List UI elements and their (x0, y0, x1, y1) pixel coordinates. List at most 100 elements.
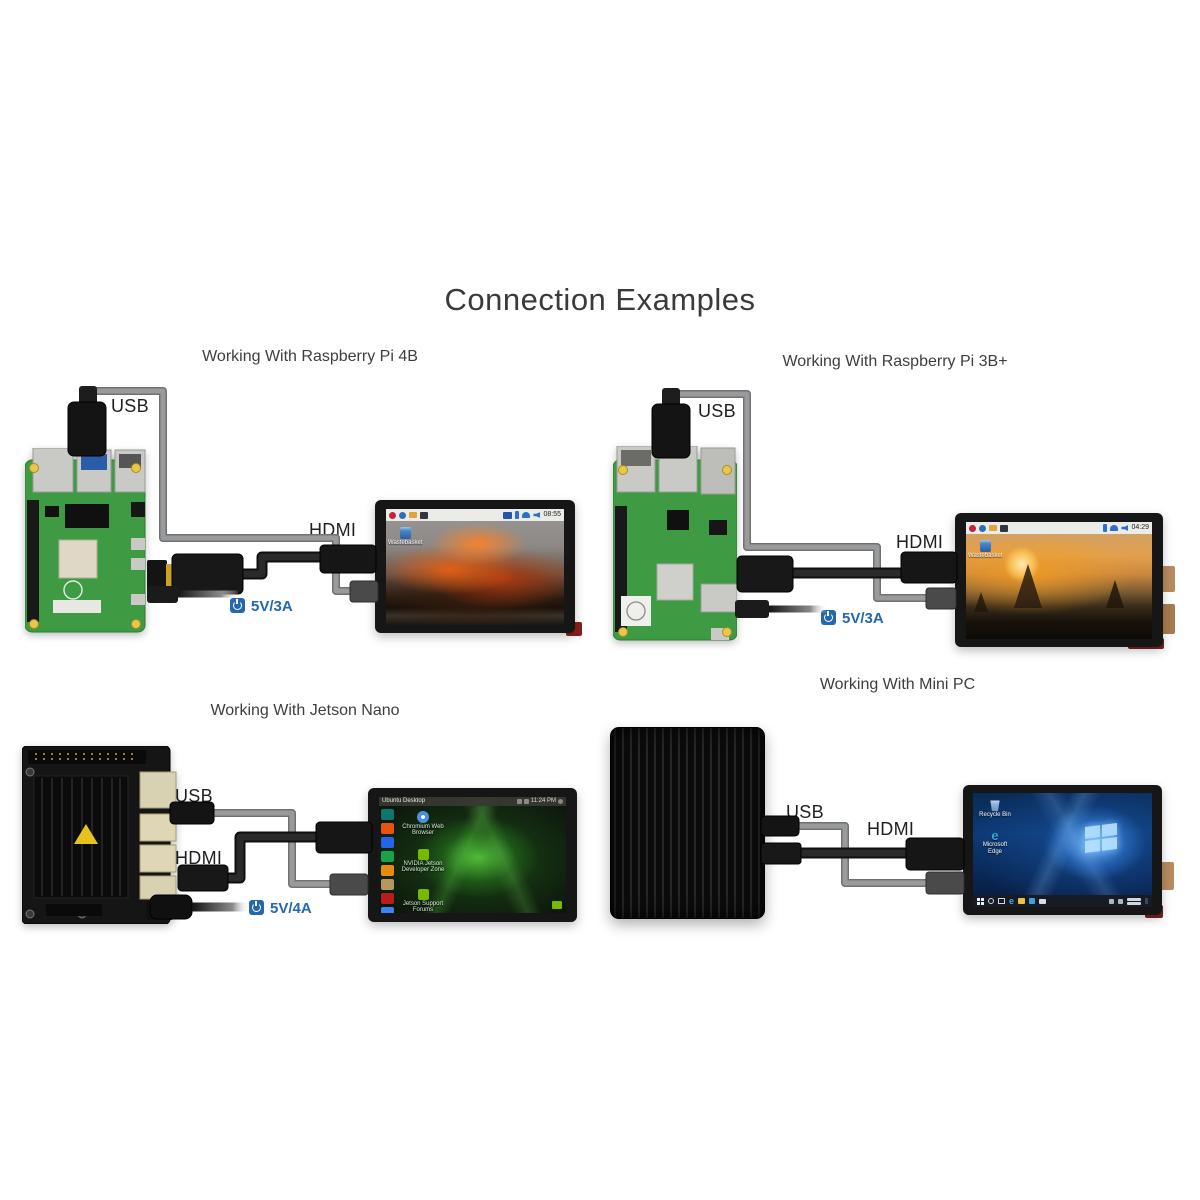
usb-port-stack (658, 446, 698, 493)
terminal-icon (1000, 524, 1008, 532)
hdmi-port (700, 583, 737, 613)
cortana-icon (988, 898, 994, 904)
temple-silhouette (974, 592, 988, 612)
browser-icon (399, 511, 406, 519)
usb-label-minipc: USB (786, 802, 824, 822)
audio-jack (131, 502, 145, 517)
nvidia-logo-watermark (552, 901, 562, 909)
usb-port-stack (139, 813, 177, 842)
section-title-jetson: Working With Jetson Nano (210, 702, 400, 719)
menubar-clock: 11:24 PM (530, 798, 556, 804)
screen-pi4b-wallpaper: 08:55 Wastebasket (386, 509, 564, 625)
desktop-icon-chromium: Chromium Web Browser (401, 811, 445, 836)
bluetooth-icon (515, 511, 520, 519)
dock-icon-software (381, 809, 394, 820)
wifi-icon (1110, 525, 1119, 531)
hdmi-port (139, 875, 177, 900)
hdmi-cable-minipc (760, 837, 965, 871)
vnc-icon (503, 511, 513, 519)
taskbar-clock: 04:29 (1131, 524, 1149, 531)
chip (667, 510, 689, 530)
hdmi-label-jetson: HDMI (175, 848, 223, 868)
temple-silhouette (1014, 564, 1042, 608)
raspberry-logo (63, 580, 83, 600)
store-icon (1029, 898, 1036, 904)
desktop-icon-label: Recycle Bin (979, 812, 1011, 818)
section-title-minipc: Working With Mini PC (819, 676, 976, 693)
desktop-icon-jetson-forums: Jetson Support Forums (401, 889, 445, 913)
usb-port-stack (139, 844, 177, 873)
hdmi-label-minipc: HDMI (867, 819, 915, 839)
desktop-icon-label: NVIDIA Jetson Developer Zone (401, 861, 445, 873)
pi-taskbar: 08:55 (386, 509, 564, 521)
display-side-port (1160, 604, 1175, 634)
recycle-bin-icon (990, 800, 1000, 811)
ethernet-port (32, 448, 74, 493)
dock-icon-impress (381, 865, 394, 876)
wastebasket-icon (979, 540, 991, 552)
lcd-display-pi4b: 08:55 Wastebasket (375, 500, 575, 633)
ethernet-port (139, 771, 177, 809)
dock-icon-calc (381, 851, 394, 862)
micro-usb-power-plug (735, 600, 769, 618)
micro-usb-plug (925, 587, 957, 610)
power-cable-pi4b (147, 586, 238, 603)
power-label-pi4b: 5V/3A (251, 598, 293, 615)
power-label-jetson: 5V/4A (270, 900, 312, 917)
edge-icon: e (991, 828, 999, 843)
screen-windows-wallpaper: Recycle Bin e Microsoft Edge e (973, 793, 1152, 907)
hdmi-plug (315, 821, 373, 854)
gold-band (166, 564, 173, 586)
session-gear-icon (558, 799, 563, 804)
desktop-icon-label: Chromium Web Browser (402, 824, 444, 836)
mini-pc (610, 727, 765, 919)
barrel-jack (146, 902, 174, 920)
micro-hdmi-port (131, 538, 145, 550)
hdmi-plug (171, 553, 244, 595)
gpio-header (27, 500, 39, 622)
windows-taskbar: e (973, 895, 1152, 907)
desktop-icon-label: Wastebasket (388, 540, 423, 546)
hdmi-label-pi3b: HDMI (896, 532, 944, 552)
usb-label-pi4b: USB (111, 396, 149, 416)
soc-chip (58, 539, 98, 579)
hdmi-plug (736, 555, 794, 593)
hdmi-cable-pi4b (147, 544, 377, 595)
file-explorer-icon (1018, 898, 1026, 904)
raspberry-menu-icon (969, 524, 976, 532)
dock-icon-settings (381, 907, 394, 913)
bluetooth-icon (1103, 524, 1108, 532)
dock-icon-files (381, 823, 394, 834)
pi-taskbar: 04:29 (966, 522, 1152, 534)
usb-plug-boot (662, 388, 680, 406)
browser-icon (979, 524, 986, 532)
windows-logo (1085, 823, 1117, 853)
edge-taskbar-icon: e (1009, 896, 1015, 906)
desktop-icon-edge: e Microsoft Edge (975, 829, 1015, 856)
screen-jetson-wallpaper: Ubuntu Desktop 11:24 PM Chromium Web Br (379, 797, 566, 913)
ram-chip (65, 504, 109, 528)
power-label-pi3b: 5V/3A (842, 610, 884, 627)
page-title: Connection Examples (444, 282, 756, 317)
section-title-pi3b: Working With Raspberry Pi 3B+ (782, 353, 1008, 370)
taskbar-clock: 08:55 (543, 511, 561, 518)
micro-hdmi-port (131, 558, 145, 570)
chromium-icon (417, 811, 429, 823)
screen-pi3b-wallpaper: 04:29 Wastebasket (966, 522, 1152, 639)
desktop-icon-label: Microsoft Edge (982, 842, 1008, 855)
menubar-title: Ubuntu Desktop (382, 798, 426, 804)
network-icon (516, 799, 522, 804)
display-side-port (1159, 862, 1174, 890)
power-icon-jetson (249, 900, 264, 915)
ubuntu-menubar: Ubuntu Desktop 11:24 PM (379, 797, 566, 806)
desktop-icon-nvidia-dev-zone: NVIDIA Jetson Developer Zone (401, 849, 445, 873)
volume-icon (523, 799, 529, 804)
desktop-icon-trash: Wastebasket (388, 527, 422, 547)
start-button-icon (977, 897, 984, 905)
hdmi-plug (900, 551, 958, 584)
hdmi-plug (905, 837, 965, 871)
volume-icon (1121, 525, 1129, 531)
usb-label-jetson: USB (175, 786, 213, 806)
lcd-display-pi3b: 04:29 Wastebasket (955, 513, 1163, 647)
